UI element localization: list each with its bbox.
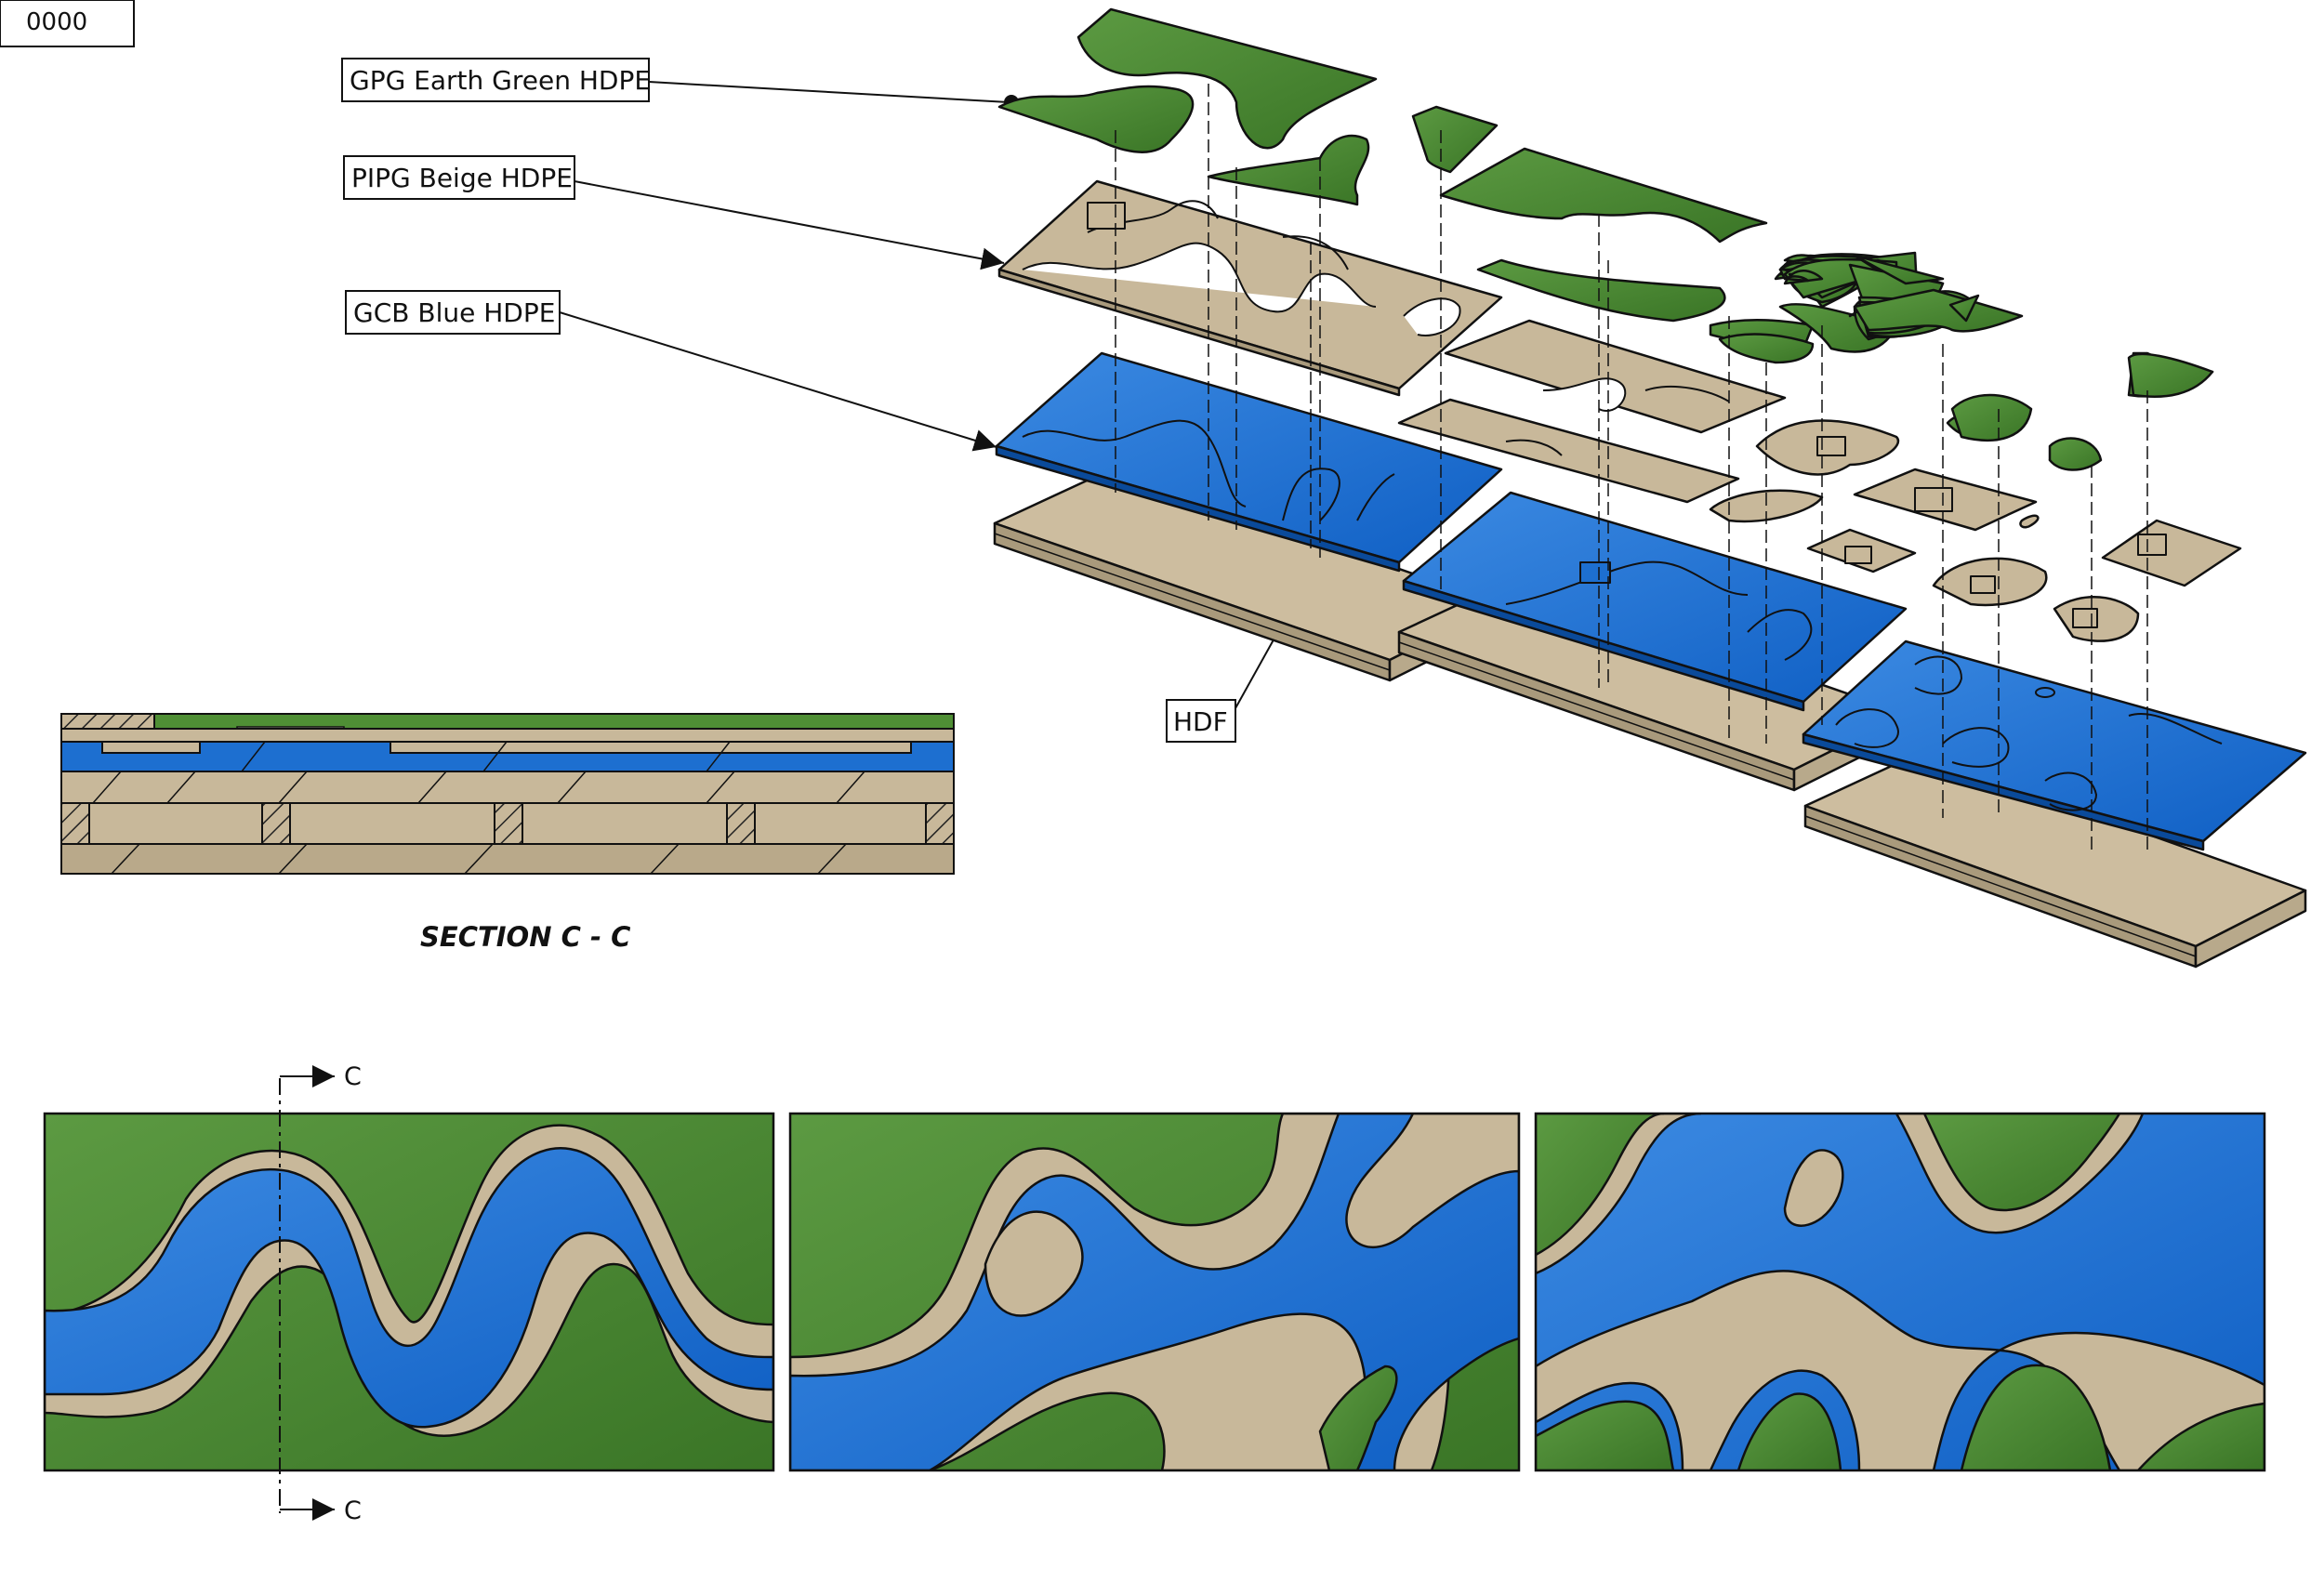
green-piece-1: [1076, 7, 1378, 150]
blue-plate-3: [1802, 639, 2307, 851]
beige-plate-3: [1397, 398, 1740, 504]
green-piece-2: [997, 85, 1195, 153]
sheet-number: 0000: [26, 8, 87, 36]
beige-plate-2: [1444, 319, 1787, 434]
callout-beige-label: PIPG Beige HDPE: [351, 163, 573, 193]
green-piece-70: [1853, 254, 1945, 285]
section-title: SECTION C - C: [420, 921, 630, 953]
callout-blue: GCB Blue HDPE: [345, 290, 997, 452]
isometric-exploded-view: [993, 7, 2307, 969]
callout-green-label: GPG Earth Green HDPE: [350, 65, 651, 96]
green-piece-4: [1411, 105, 1499, 174]
callout-blue-label: GCB Blue HDPE: [353, 297, 555, 328]
green-piece-5: [1439, 147, 1768, 244]
plan-panel-3: [1534, 1112, 2266, 1472]
beige-piece-9: [2101, 519, 2242, 587]
blue-plate-1: [995, 351, 1503, 573]
green-piece-right-2: [1948, 294, 1980, 323]
blue-plate-2: [1402, 491, 1908, 712]
green-piece-right-1: [1853, 288, 2024, 333]
beige-piece-7: [1806, 528, 1917, 573]
green-piece-right-8: [2127, 352, 2214, 398]
green-piece-3: [1207, 134, 1370, 206]
callout-hdf: HDF: [1166, 584, 1308, 743]
leader-arrow-beige: [574, 180, 1005, 270]
callout-beige: PIPG Beige HDPE: [343, 155, 1005, 270]
leader-arrow-blue: [559, 311, 997, 452]
green-piece-6: [1476, 258, 1726, 323]
plan-panel-1: [43, 1112, 775, 1472]
section-marker-top: C: [344, 1062, 362, 1091]
beige-piece-8: [2019, 514, 2040, 529]
callout-green: GPG Earth Green HDPE: [341, 58, 1019, 110]
hdf-board-3: [1803, 751, 2307, 969]
green-piece-11: [1778, 303, 1898, 353]
green-piece-35: [1718, 333, 1815, 364]
beige-piece-6: [1853, 468, 2038, 532]
beige-plate-1: [997, 179, 1503, 397]
callout-hdf-label: HDF: [1173, 706, 1228, 737]
beige-piece-10: [1932, 557, 2048, 607]
assembly-lines: [1115, 84, 2148, 855]
beige-piece-11: [2053, 596, 2140, 642]
beige-piece-5: [1755, 419, 1900, 476]
plan-panel-2: [788, 1112, 1521, 1472]
green-piece-right-10: [2048, 437, 2103, 471]
leader-line-green: [648, 81, 1010, 103]
sheet-number-box: 0000: [0, 0, 135, 47]
green-piece-right-6: [1950, 393, 2033, 442]
green-piece-37: [1783, 275, 1810, 283]
section-marker-bottom: C: [344, 1496, 362, 1525]
section-cut-marker: C C: [279, 1062, 362, 1525]
section-c-c: SECTION C - C: [60, 713, 955, 953]
